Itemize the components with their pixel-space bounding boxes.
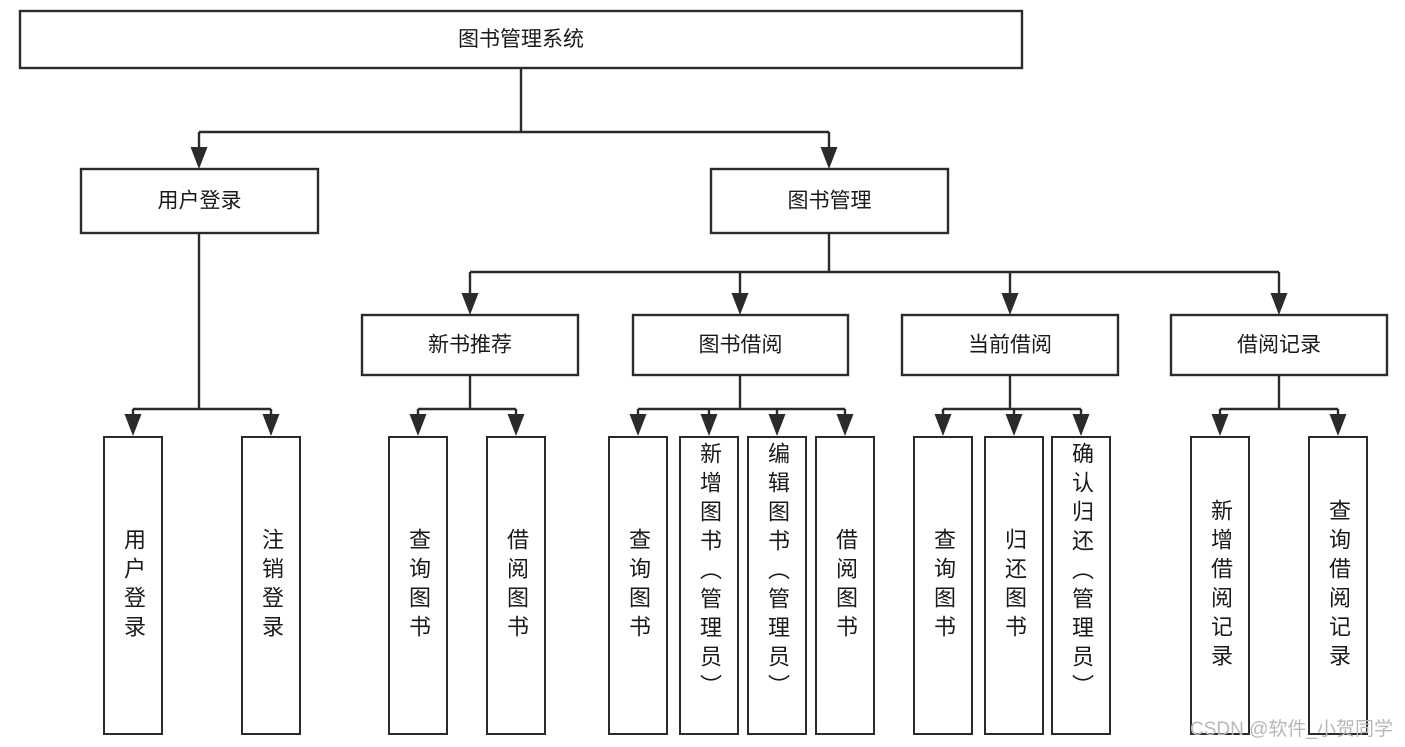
node-book-borrow[interactable]: 图书借阅 (631, 313, 850, 377)
leaf-node-leaf-query-book-rec[interactable]: 查询图书 (388, 436, 448, 735)
leaf-node-label: 新增图书（管理员） (697, 442, 722, 703)
arrow-head-icon (190, 147, 208, 169)
borrow-record-to-leaves-arrow-1 (1329, 409, 1347, 436)
node-label: 借阅记录 (1237, 334, 1321, 357)
leaf-node-leaf-query-book-cur[interactable]: 查询图书 (913, 436, 973, 735)
arrow-head-icon (768, 414, 786, 436)
current-borrow-to-leaves-arrow-0 (934, 409, 952, 436)
new-book-to-leaves-arrow-1 (507, 409, 525, 436)
leaf-node-leaf-logout[interactable]: 注销登录 (241, 436, 301, 735)
root-to-level2-arrow-1 (820, 132, 838, 169)
leaf-node-label: 归还图书 (1002, 527, 1027, 644)
node-rect (18, 9, 1024, 70)
node-root[interactable]: 图书管理系统 (18, 9, 1024, 70)
leaf-node-label: 确认归还（管理员） (1069, 442, 1094, 703)
arrow-head-icon (731, 293, 749, 315)
node-user-login[interactable]: 用户登录 (79, 167, 320, 235)
book-borrow-to-leaves-arrow-3 (836, 409, 854, 436)
root-to-level2-arrow-0 (190, 132, 208, 169)
arrow-head-icon (409, 414, 427, 436)
arrow-head-icon (1001, 293, 1019, 315)
node-label: 当前借阅 (968, 334, 1052, 357)
arrow-head-icon (1329, 414, 1347, 436)
leaf-node-leaf-add-record[interactable]: 新增借阅记录 (1190, 436, 1250, 735)
leaf-node-label: 借阅图书 (504, 527, 529, 644)
arrow-head-icon (629, 414, 647, 436)
node-rect (900, 313, 1120, 377)
node-rect (709, 167, 950, 235)
node-rect (360, 313, 580, 377)
arrow-head-icon (1005, 414, 1023, 436)
leaf-node-label: 查询图书 (406, 527, 431, 644)
node-rect (631, 313, 850, 377)
book-borrow-to-leaves-arrow-1 (700, 409, 718, 436)
book-manage-to-level3-arrow-1 (731, 272, 749, 315)
arrow-head-icon (1270, 293, 1288, 315)
arrow-head-icon (507, 414, 525, 436)
leaf-node-leaf-borrow-book[interactable]: 借阅图书 (815, 436, 875, 735)
leaf-node-leaf-edit-book[interactable]: 编辑图书（管理员） (747, 436, 807, 735)
arrow-head-icon (461, 293, 479, 315)
book-manage-to-level3-arrow-3 (1270, 272, 1288, 315)
node-new-book-recommend[interactable]: 新书推荐 (360, 313, 580, 377)
node-current-borrow[interactable]: 当前借阅 (900, 313, 1120, 377)
leaf-node-label: 借阅图书 (833, 527, 858, 644)
leaf-node-leaf-borrow-book-rec[interactable]: 借阅图书 (486, 436, 546, 735)
leaf-node-leaf-user-login[interactable]: 用户登录 (103, 436, 163, 735)
leaf-node-label: 新增借阅记录 (1208, 498, 1233, 673)
leaf-node-leaf-return-book[interactable]: 归还图书 (984, 436, 1044, 735)
leaf-node-label: 注销登录 (259, 527, 284, 644)
node-label: 图书借阅 (699, 334, 783, 357)
leaf-node-leaf-add-book[interactable]: 新增图书（管理员） (679, 436, 739, 735)
node-rect (79, 167, 320, 235)
user-login-to-leaves-arrow-0 (124, 409, 142, 436)
book-manage-to-level3-arrow-0 (461, 272, 479, 315)
arrow-head-icon (836, 414, 854, 436)
arrow-head-icon (1072, 414, 1090, 436)
arrow-head-icon (934, 414, 952, 436)
current-borrow-to-leaves-arrow-2 (1072, 409, 1090, 436)
leaf-node-leaf-query-book[interactable]: 查询图书 (608, 436, 668, 735)
node-borrow-record[interactable]: 借阅记录 (1169, 313, 1389, 377)
arrow-head-icon (1211, 414, 1229, 436)
node-label: 用户登录 (158, 190, 242, 213)
leaf-node-label: 查询图书 (931, 527, 956, 644)
node-label: 新书推荐 (428, 334, 512, 357)
new-book-to-leaves-arrow-0 (409, 409, 427, 436)
leaf-node-label: 查询图书 (626, 527, 651, 644)
node-label: 图书管理系统 (458, 28, 584, 51)
book-borrow-to-leaves-arrow-2 (768, 409, 786, 436)
node-book-manage[interactable]: 图书管理 (709, 167, 950, 235)
leaf-node-label: 编辑图书（管理员） (765, 442, 790, 703)
leaf-node-label: 查询借阅记录 (1326, 498, 1351, 673)
connectors-layer (124, 68, 1347, 436)
arrow-head-icon (700, 414, 718, 436)
node-label: 图书管理 (788, 190, 872, 213)
leaf-node-label: 用户登录 (121, 527, 146, 644)
book-manage-to-level3-arrow-2 (1001, 272, 1019, 315)
arrow-head-icon (124, 414, 142, 436)
borrow-record-to-leaves-arrow-0 (1211, 409, 1229, 436)
leaf-node-leaf-confirm-return[interactable]: 确认归还（管理员） (1051, 436, 1111, 735)
current-borrow-to-leaves-arrow-1 (1005, 409, 1023, 436)
user-login-to-leaves-arrow-1 (262, 409, 280, 436)
node-rect (1169, 313, 1389, 377)
book-borrow-to-leaves-arrow-0 (629, 409, 647, 436)
arrow-head-icon (262, 414, 280, 436)
arrow-head-icon (820, 147, 838, 169)
leaf-node-leaf-query-record[interactable]: 查询借阅记录 (1308, 436, 1368, 735)
